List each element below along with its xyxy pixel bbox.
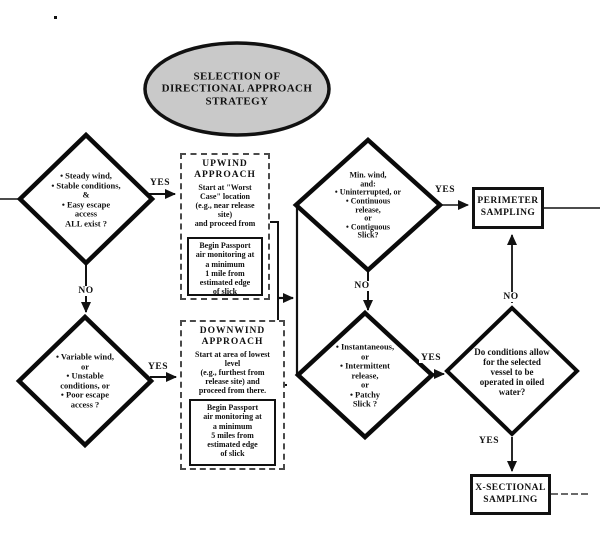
start-ellipse (143, 41, 331, 137)
edge-yes-release-type-label: YES (419, 353, 443, 363)
edge-no-vessel-label: NO (501, 292, 521, 302)
start-title: SELECTION OF DIRECTIONAL APPROACH STRATE… (161, 70, 313, 108)
edge-no-steady-label: NO (76, 286, 96, 296)
process-upwind-box: UPWIND APPROACH Start at "Worst Case" lo… (180, 153, 270, 300)
edge-yes-variable-label: YES (146, 362, 170, 372)
process-downwind-title: DOWNWIND APPROACH (199, 326, 266, 347)
decision-vessel-text: Do conditions allow for the selected ves… (474, 346, 550, 398)
edge-yes-wind-release-label: YES (433, 185, 457, 195)
decision-wind-release-diamond (292, 136, 444, 274)
edge-yes-steady-label: YES (148, 178, 172, 188)
decision-variable-diamond (15, 313, 155, 449)
process-downwind-body: Start at area of lowest level (e.g., fur… (195, 349, 270, 395)
edge-yes-vessel-label: YES (477, 436, 501, 446)
decision-variable-text: • Variable wind, or • Unstable condition… (55, 351, 114, 410)
decision-steady-diamond (16, 131, 156, 267)
process-downwind-box: DOWNWIND APPROACH Start at area of lowes… (180, 320, 285, 470)
process-downwind-note: Begin Passport air monitoring at a minim… (189, 399, 276, 466)
process-upwind-title: UPWIND APPROACH (194, 159, 256, 180)
decision-wind-release-text: Min. wind, and: • Uninterrupted, or • Co… (334, 170, 402, 240)
terminal-xsectional-box: X-SECTIONAL SAMPLING (470, 474, 551, 515)
decision-release-type-text: • Instantaneous, or • Intermittent relea… (335, 341, 395, 409)
decision-steady-text: • Steady wind, • Stable conditions, & • … (51, 170, 121, 229)
terminal-perimeter-box: PERIMETER SAMPLING (472, 187, 544, 229)
scan-speck (54, 16, 57, 19)
edge-no-wind-release-label: NO (352, 281, 372, 291)
decision-release-type-diamond (294, 309, 436, 441)
decision-vessel-diamond (444, 305, 580, 437)
process-upwind-note: Begin Passport air monitoring at a minim… (187, 237, 263, 296)
process-upwind-body: Start at "Worst Case" location (e.g., ne… (194, 182, 256, 228)
